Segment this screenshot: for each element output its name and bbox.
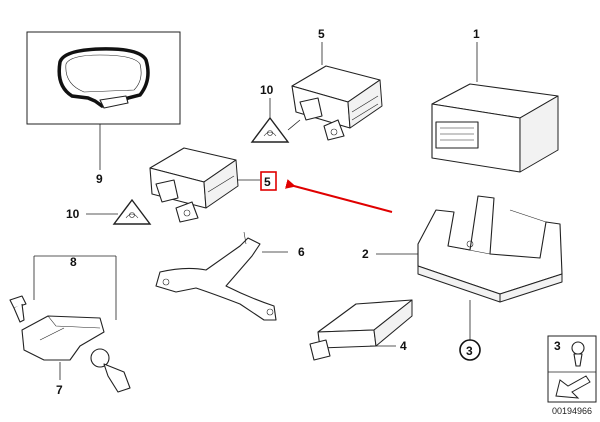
legend-box: 3 00194966 xyxy=(547,335,597,416)
part-1-module: 1 xyxy=(431,27,559,173)
tire-outline-icon xyxy=(57,47,150,108)
part-5-top-control-unit: 5 xyxy=(291,27,383,141)
legend-arrow-icon xyxy=(555,375,591,399)
warning-triangle-icon xyxy=(112,198,152,225)
callout-5-top: 5 xyxy=(318,27,325,41)
part-10-top: 10 xyxy=(250,83,301,143)
callout-7: 7 xyxy=(56,383,63,397)
callout-5-highlight-box xyxy=(260,171,277,191)
callout-5-highlight: 5 xyxy=(264,175,271,189)
callout-4: 4 xyxy=(400,339,407,353)
part-8-sensor-set: 8 7 xyxy=(9,255,131,397)
callout-10-bottom: 10 xyxy=(66,207,80,221)
part-3-callout: 3 xyxy=(459,339,481,361)
callout-1: 1 xyxy=(473,27,480,41)
callout-10-top: 10 xyxy=(260,83,274,97)
callout-8: 8 xyxy=(70,255,77,269)
callout-9: 9 xyxy=(96,172,103,186)
part-4-antenna: 4 xyxy=(309,299,413,361)
red-pointer-arrow xyxy=(284,179,393,213)
part-6-bracket: 6 xyxy=(155,231,305,321)
callout-3: 3 xyxy=(466,344,473,358)
warning-triangle-icon xyxy=(250,116,290,143)
callout-2: 2 xyxy=(362,247,369,261)
diagram-code: 00194966 xyxy=(552,406,592,416)
part-5-control-unit: 5 xyxy=(149,147,277,223)
legend-callout-3: 3 xyxy=(554,339,561,353)
part-9-inset: 9 xyxy=(26,31,181,186)
part-10-bottom: 10 xyxy=(66,198,152,225)
callout-6: 6 xyxy=(298,245,305,259)
part-2-holder: 2 xyxy=(362,195,563,340)
